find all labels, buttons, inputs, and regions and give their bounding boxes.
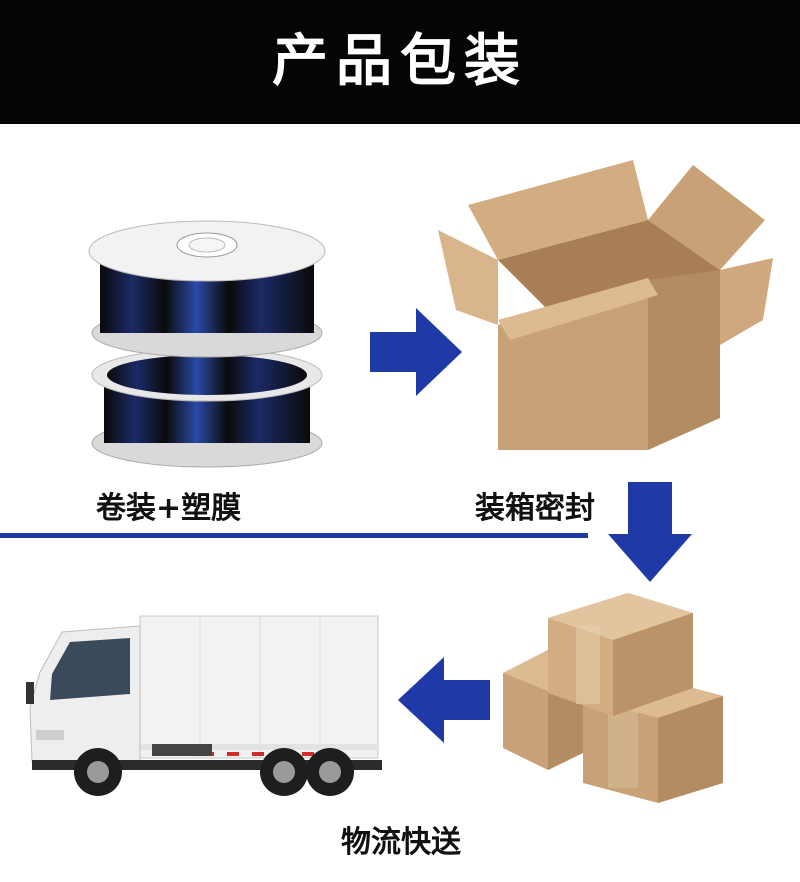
stage-label-ship: 物流快送 <box>341 825 461 860</box>
arrow-right-icon <box>370 308 462 396</box>
arrow-left-icon <box>398 657 490 743</box>
delivery-truck-image <box>26 615 382 796</box>
arrow-down-icon <box>608 482 692 582</box>
divider-line <box>0 533 588 538</box>
open-carton-image <box>438 160 773 450</box>
stage-label-wrap: 卷装+塑膜 <box>96 491 242 526</box>
header-bar: 产品包装 <box>0 0 800 124</box>
stage-label-box: 装箱密封 <box>475 491 595 526</box>
cable-spool-image <box>88 220 326 468</box>
stacked-cartons-image <box>503 593 723 803</box>
page-title: 产品包装 <box>272 29 528 94</box>
